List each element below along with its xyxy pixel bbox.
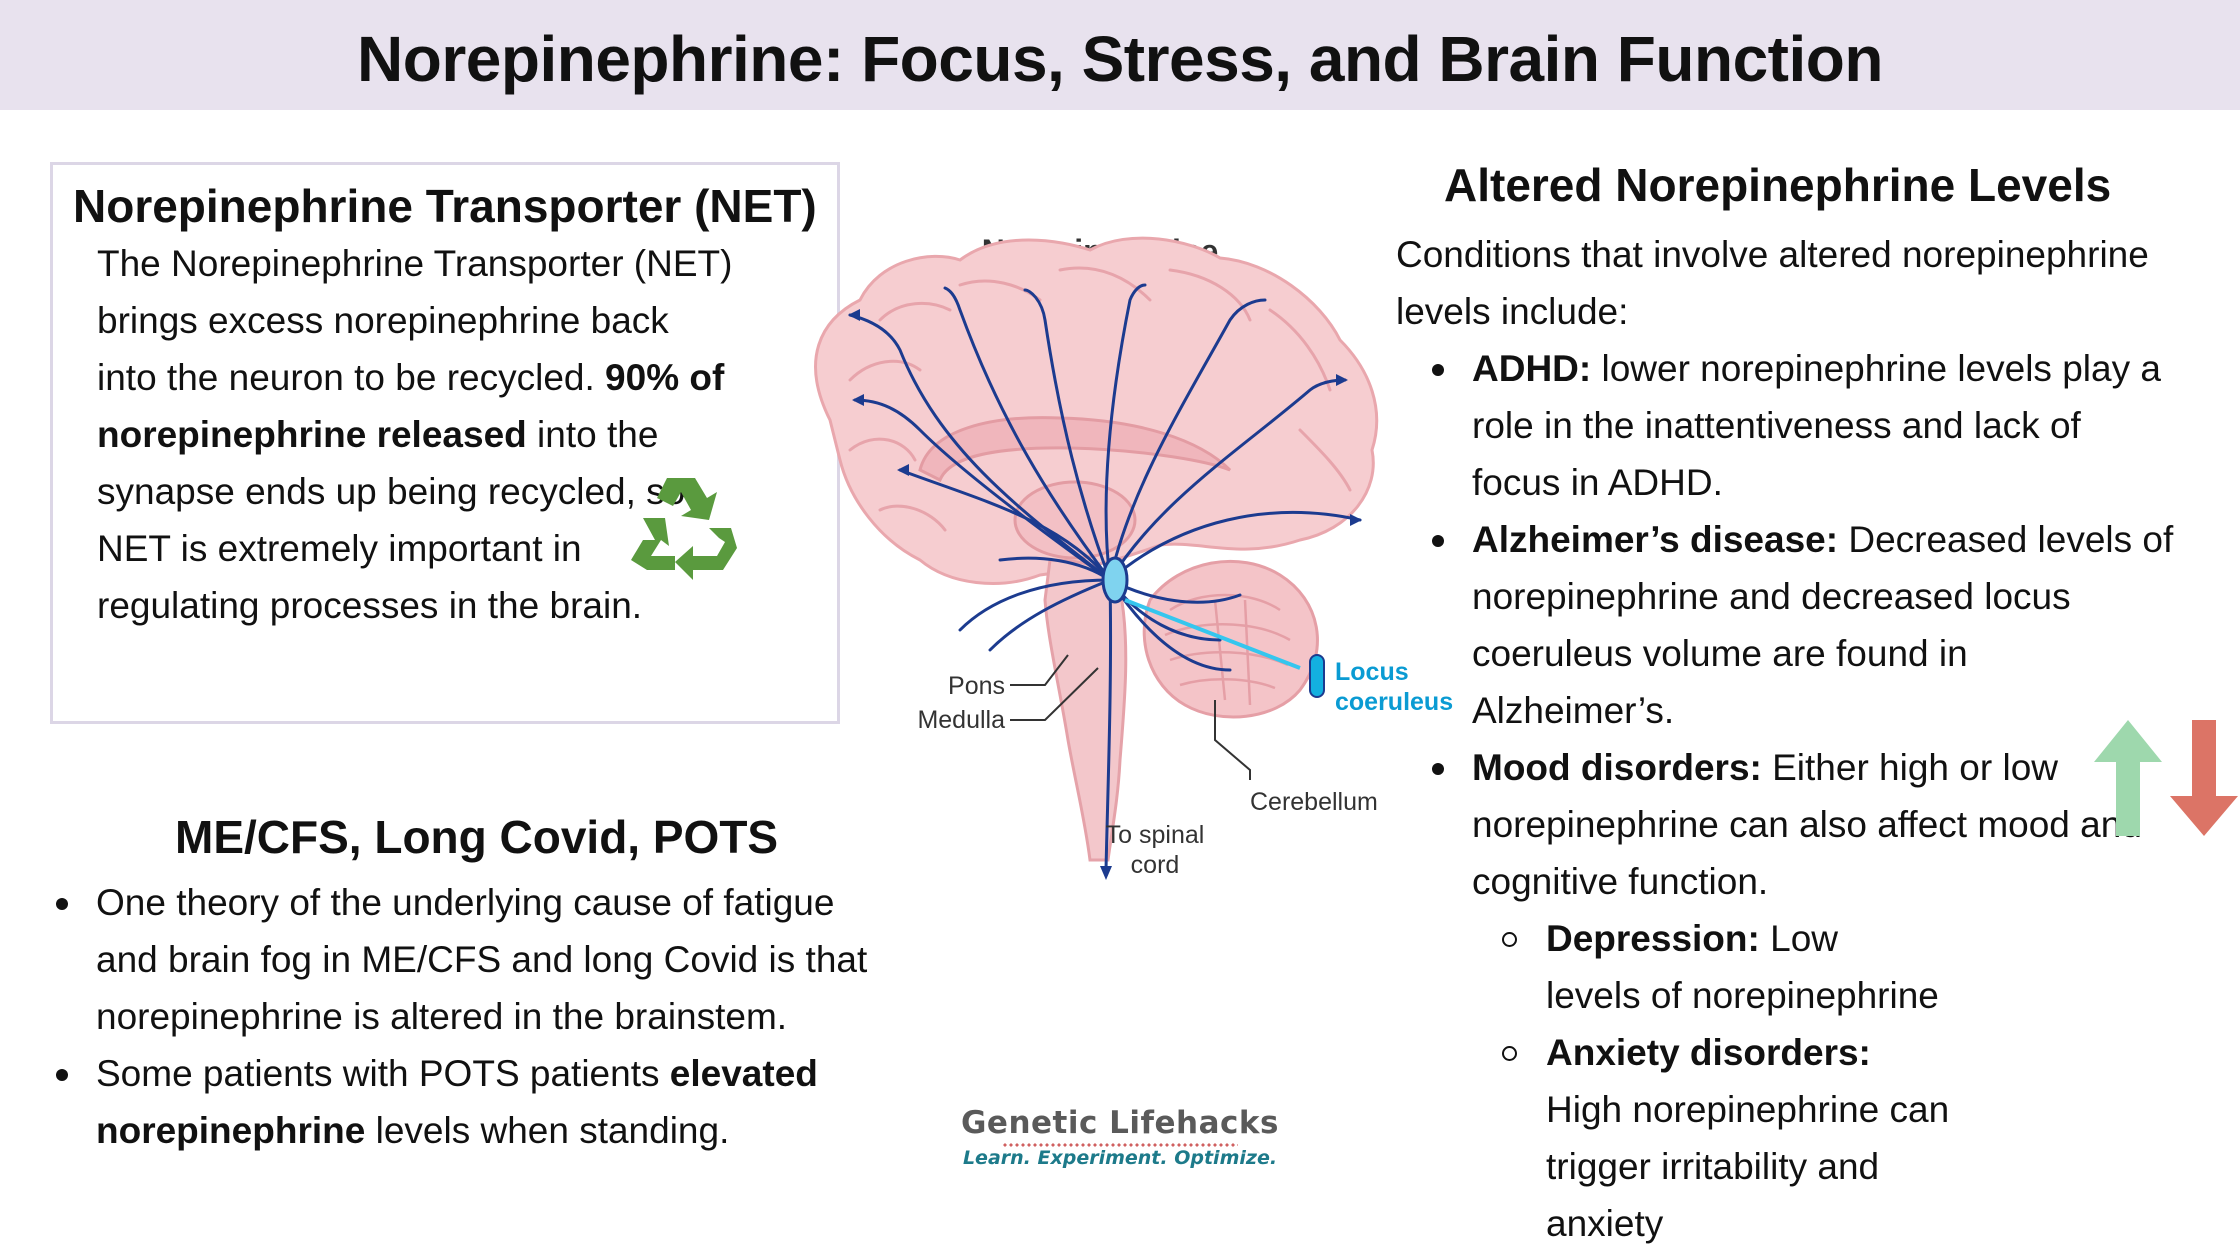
- gyri: [848, 266, 1352, 532]
- mecfs-list: One theory of the underlying cause of fa…: [50, 874, 900, 1159]
- list-item: Depression: Low levels of norepinephrine: [1472, 910, 1942, 1024]
- mood-sub-list: Depression: Low levels of norepinephrine…: [1472, 910, 2152, 1252]
- locus-label-line-1: Locus: [1335, 658, 1409, 686]
- title-banner: Norepinephrine: Focus, Stress, and Brain…: [0, 0, 2240, 110]
- logo-name: Genetic Lifehacks: [960, 1105, 1279, 1141]
- net-description: The Norepinephrine Transporter (NET) bri…: [97, 235, 737, 634]
- locus-key-marker: [1309, 654, 1325, 698]
- page-title: Norepinephrine: Focus, Stress, and Brain…: [357, 23, 1883, 95]
- anxiety-term: Anxiety disorders:: [1546, 1032, 1871, 1073]
- locus-label-line-2: coeruleus: [1335, 688, 1453, 716]
- brand-logo: Genetic Lifehacks Learn. Experiment. Opt…: [960, 1105, 1280, 1169]
- alzheimers-term: Alzheimer’s disease:: [1472, 519, 1839, 560]
- brain-diagram: Norepinephrine: [814, 233, 1453, 880]
- norepinephrine-pathways: [848, 283, 1362, 872]
- depression-text: Low levels of norepinephrine: [1546, 918, 1939, 1016]
- altered-title: Altered Norepinephrine Levels: [1444, 159, 2112, 211]
- logo-tagline: Learn. Experiment. Optimize.: [962, 1147, 1278, 1169]
- medulla-label: Medulla: [917, 706, 1005, 734]
- up-down-arrows: [2094, 720, 2238, 836]
- altered-list: ADHD: lower norepinephrine levels play a…: [1426, 340, 2176, 1252]
- pons-label: Pons: [948, 672, 1005, 700]
- net-panel: Norepinephrine Transporter (NET) The Nor…: [50, 162, 840, 724]
- anxiety-text: High norepinephrine can trigger irritabi…: [1546, 1089, 1950, 1244]
- net-body-bold: 90% of norepinephrine released: [97, 357, 725, 455]
- mood-term: Mood disorders:: [1472, 747, 1762, 788]
- depression-term: Depression:: [1546, 918, 1760, 959]
- list-item: Anxiety disorders: High norepinephrine c…: [1472, 1024, 1952, 1252]
- mecfs-bullet-1: One theory of the underlying cause of fa…: [96, 882, 868, 1037]
- list-item: ADHD: lower norepinephrine levels play a…: [1426, 340, 2176, 511]
- alzheimers-text: Decreased levels of norepinephrine and d…: [1472, 519, 2174, 731]
- mecfs-bullet-2-pre: Some patients with POTS patients: [96, 1053, 670, 1094]
- list-item: One theory of the underlying cause of fa…: [50, 874, 900, 1045]
- arrow-down-icon: [2170, 720, 2238, 836]
- list-item: Mood disorders: Either high or low norep…: [1426, 739, 2176, 1252]
- cerebrum: [814, 236, 1379, 585]
- mecfs-title: ME/CFS, Long Covid, POTS: [175, 811, 779, 863]
- net-title: Norepinephrine Transporter (NET): [73, 180, 817, 232]
- adhd-term: ADHD:: [1472, 348, 1592, 389]
- arrow-up-icon: [2094, 720, 2162, 836]
- adhd-text: lower norepinephrine levels play a role …: [1472, 348, 2161, 503]
- logo-dotted-line: [1002, 1143, 1238, 1147]
- net-body-text-1: The Norepinephrine Transporter (NET) bri…: [97, 243, 733, 398]
- mecfs-bullet-2-post: levels when standing.: [365, 1110, 730, 1151]
- spinal-label-line-1: To spinal: [1106, 821, 1205, 849]
- mood-text: Either high or low norepinephrine can al…: [1472, 747, 2142, 902]
- locus-coeruleus-marker: [1101, 556, 1129, 604]
- mecfs-bullet-2-bold: elevated norepinephrine: [96, 1053, 818, 1151]
- recycle-icon: [631, 478, 737, 580]
- altered-intro: Conditions that involve altered norepine…: [1396, 234, 2149, 332]
- list-item: Some patients with POTS patients elevate…: [50, 1045, 900, 1159]
- net-body-text-2: into the synapse ends up being recycled,…: [97, 414, 686, 626]
- cerebellum-label: Cerebellum: [1250, 788, 1378, 816]
- locus-leader-line: [1124, 598, 1301, 670]
- label-leader-lines: [1010, 654, 1251, 780]
- spinal-label-line-2: cord: [1131, 851, 1180, 879]
- list-item: Alzheimer’s disease: Decreased levels of…: [1426, 511, 2176, 739]
- corpus-callosum: [918, 416, 1232, 483]
- pathway-arrowheads: [848, 309, 1362, 880]
